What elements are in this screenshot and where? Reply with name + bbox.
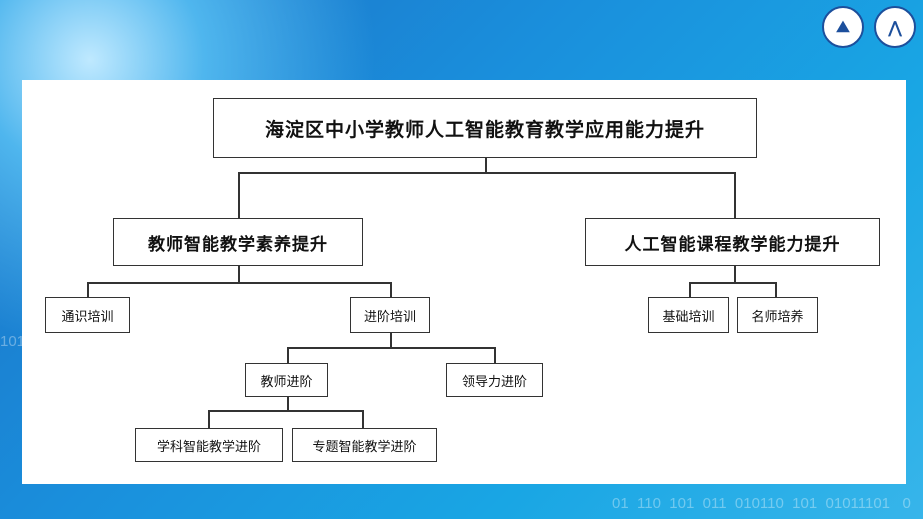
node-teacher-literacy: 教师智能教学素养提升 — [113, 218, 363, 266]
node-master-teacher: 名师培养 — [737, 297, 818, 333]
connector — [238, 266, 240, 282]
connector — [689, 282, 691, 297]
node-subject-ai-teaching: 学科智能教学进阶 — [135, 428, 283, 462]
logo-teachers-college: ⋀ — [874, 6, 916, 48]
node-advanced-training: 进阶培训 — [350, 297, 430, 333]
connector — [390, 333, 392, 347]
logo-haidian-education: ⛰ — [822, 6, 864, 48]
connector — [287, 347, 495, 349]
connector — [87, 282, 89, 297]
connector — [734, 266, 736, 282]
connector — [775, 282, 777, 297]
node-topic-ai-teaching: 专题智能教学进阶 — [292, 428, 437, 462]
binary-decor-left: 101 — [0, 333, 26, 350]
binary-decor-bottom: 01 110 101 011 010110 101 01011101 0 — [612, 495, 911, 512]
connector — [485, 158, 487, 172]
connector — [390, 282, 392, 297]
connector — [87, 282, 391, 284]
connector — [287, 397, 289, 410]
node-basic-training: 基础培训 — [648, 297, 729, 333]
connector — [494, 347, 496, 363]
connector — [238, 172, 736, 174]
connector — [238, 172, 240, 218]
connector — [689, 282, 776, 284]
connector — [208, 410, 210, 428]
node-leadership-advanced: 领导力进阶 — [446, 363, 543, 397]
connector — [208, 410, 363, 412]
node-teacher-advanced: 教师进阶 — [245, 363, 328, 397]
root-node: 海淀区中小学教师人工智能教育教学应用能力提升 — [213, 98, 757, 158]
connector — [287, 347, 289, 363]
node-ai-course-teaching: 人工智能课程教学能力提升 — [585, 218, 880, 266]
connector — [362, 410, 364, 428]
connector — [734, 172, 736, 218]
node-general-training: 通识培训 — [45, 297, 130, 333]
